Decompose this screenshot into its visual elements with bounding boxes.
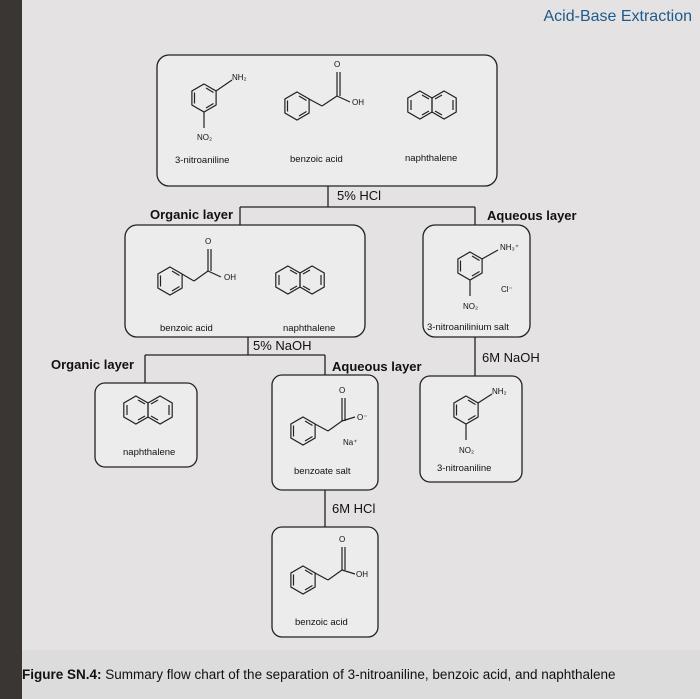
flow-chart: NH₂ NO₂ 3-nitroaniline O OH benzoic acid… [51,54,577,638]
aqueous-compound-benzoate: benzoate salt [294,466,351,477]
o-label: O [334,60,340,69]
organic-box-1 [124,224,366,338]
nitroaniline-box [419,375,523,483]
aqueous-layer-label-1: Aqueous layer [487,208,577,223]
no2-label: NO₂ [463,302,478,311]
no2-label: NO₂ [459,446,474,455]
organic-layer-label-2: Organic layer [51,357,134,372]
nitroaniline-structure: NH₂ NO₂ [191,73,247,142]
aqueous-layer-label-2: Aqueous layer [332,359,422,374]
caption-label: Figure SN.4: [22,667,102,682]
na-label: Na⁺ [343,438,357,447]
benzoic-acid-structure: O OH [284,60,364,121]
benzoic-acid-structure-2: O OH [157,237,236,296]
nh2-label: NH₂ [232,73,247,82]
organic-compound-naphthalene: naphthalene [283,323,335,334]
oh-label: OH [352,98,364,107]
caption-area: Figure SN.4: Summary flow chart of the s… [22,650,700,699]
reagent-5pct-hcl: 5% HCl [337,188,381,203]
reagent-5pct-naoh: 5% NaOH [253,338,312,353]
oh-label: OH [356,570,368,579]
page-title: Acid-Base Extraction [543,8,692,25]
caption-text: Summary flow chart of the separation of … [101,667,616,682]
mixture-box [156,54,498,187]
o-minus-label: O⁻ [357,413,367,422]
mixture-compound-benzoic-acid: benzoic acid [290,154,343,165]
mixture-compound-nitroaniline: 3-nitroaniline [175,155,229,166]
benzoic-acid-box [271,526,379,638]
nitroanilinium-structure: NH₃⁺ Cl⁻ NO₂ [457,243,519,311]
naphthalene-box [94,382,198,468]
o-label: O [205,237,211,246]
organic-compound-benzoic-acid: benzoic acid [160,323,213,334]
product-benzoic-acid: benzoic acid [295,617,348,628]
nh3-label: NH₃⁺ [500,243,519,252]
o-label: O [339,386,345,395]
benzoate-structure: O O⁻ Na⁺ [290,386,367,447]
organic-layer-label-1: Organic layer [150,207,233,222]
aqueous-compound-nitroanilinium: 3-nitroanilinium salt [427,322,509,333]
nitroaniline-structure-2: NH₂ NO₂ [453,387,507,455]
benzoic-acid-structure-3: O OH [290,535,368,595]
mixture-compound-naphthalene: naphthalene [405,153,457,164]
no2-label: NO₂ [197,133,212,142]
oh-label: OH [224,273,236,282]
nh2-label: NH₂ [492,387,507,396]
cl-label: Cl⁻ [501,285,513,294]
aqueous-box-1 [422,224,531,338]
reagent-6m-hcl: 6M HCl [332,501,375,516]
figure-caption: Figure SN.4: Summary flow chart of the s… [22,666,652,684]
organic-compound-naphthalene-final: naphthalene [123,447,175,458]
product-nitroaniline: 3-nitroaniline [437,463,491,474]
o-label: O [339,535,345,544]
reagent-6m-naoh: 6M NaOH [482,350,540,365]
